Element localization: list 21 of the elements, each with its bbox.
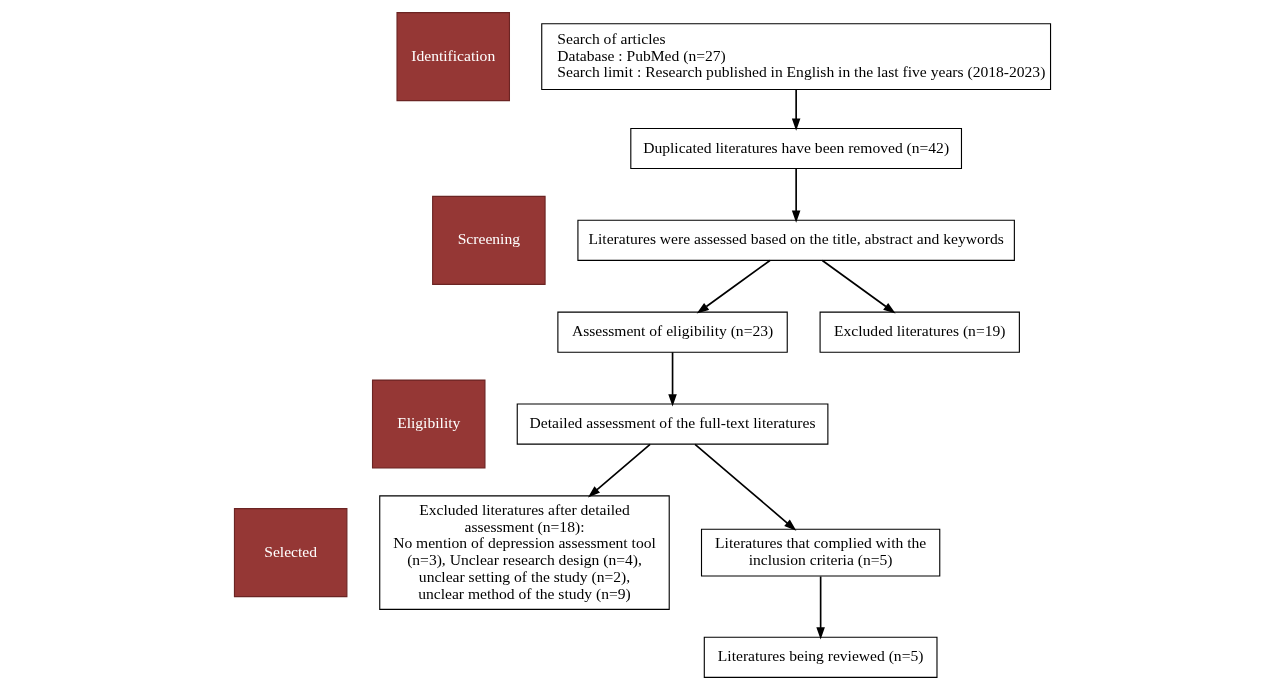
arrow <box>668 351 677 407</box>
node-box: Assessment of eligibility (n=23) <box>557 311 788 353</box>
arrow <box>791 167 801 223</box>
node-box: Screening <box>432 195 546 285</box>
arrow <box>587 443 651 498</box>
node-box: Detailed assessment of the full-text literatures <box>516 403 829 445</box>
node-box: Excluded literatures after detailed assessment (n=18): No mention of depression assessment tool (n=3), Unclear research design (n=4), unclear setting of the study (n=2), unclear method of the study (n=9) <box>379 495 670 610</box>
node-box: Literatures that complied with the inclusion criteria (n=5) <box>700 528 941 577</box>
arrow <box>816 575 825 640</box>
node-box: Excluded literatures (n=19) <box>819 311 1020 353</box>
arrow <box>821 259 896 314</box>
node-box: Eligibility <box>371 379 486 469</box>
arrow <box>791 88 801 131</box>
node-box: Literatures were assessed based on the title, abstract and keywords <box>577 219 1015 261</box>
node-box: Identification <box>396 12 510 102</box>
arrow <box>696 259 771 314</box>
node-box: Selected <box>233 508 348 598</box>
node-box: Search of articles Database : PubMed (n=27) Search limit : Research published in English in the last five years (2018-2023) <box>541 23 1052 91</box>
arrow <box>694 443 797 531</box>
node-box: Literatures being reviewed (n=5) <box>703 636 938 678</box>
node-box: Duplicated literatures have been removed (n=42) <box>630 127 963 170</box>
